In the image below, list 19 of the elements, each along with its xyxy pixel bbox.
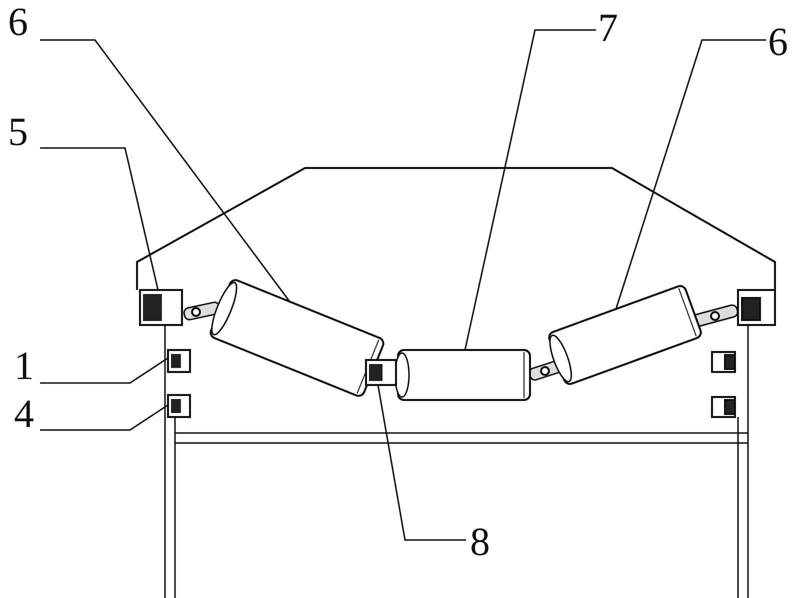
callout-number: 6 bbox=[8, 2, 28, 42]
leader-line bbox=[40, 357, 168, 384]
bracket bbox=[139, 289, 183, 326]
leader-line bbox=[40, 39, 291, 302]
callout-number: 5 bbox=[8, 112, 28, 152]
leader-line bbox=[615, 39, 766, 310]
roller bbox=[394, 349, 531, 401]
leader-line bbox=[40, 147, 159, 290]
callout-number: 4 bbox=[14, 394, 34, 434]
callout-number: 7 bbox=[598, 8, 618, 48]
bracket bbox=[167, 349, 191, 373]
bracket bbox=[167, 394, 191, 418]
leader-line bbox=[464, 29, 596, 350]
universal-joint bbox=[365, 359, 397, 386]
callout-number: 1 bbox=[14, 346, 34, 386]
callout-number: 8 bbox=[470, 522, 490, 562]
leader-line bbox=[377, 384, 466, 541]
leader-line bbox=[40, 404, 168, 431]
callout-number: 6 bbox=[768, 22, 788, 62]
